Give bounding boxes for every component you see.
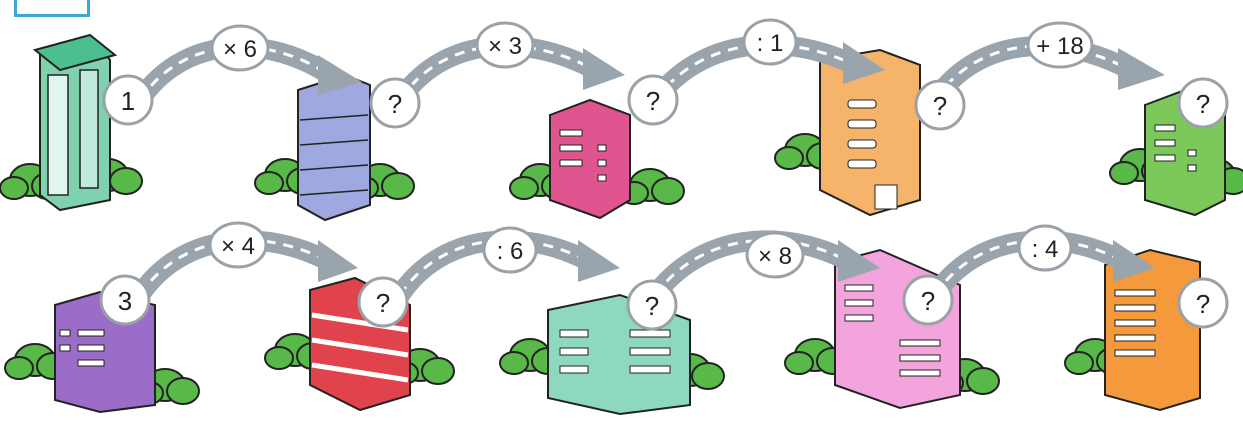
value-circle-unknown[interactable]: ? <box>1177 277 1229 329</box>
unknown-value: ? <box>1196 289 1210 319</box>
value-circle-unknown[interactable]: ? <box>1177 77 1229 129</box>
value-circle-unknown[interactable]: ? <box>369 77 421 129</box>
operation-bubble: × 6 <box>210 24 270 72</box>
road-row2-2 <box>390 230 620 305</box>
value-circle-unknown[interactable]: ? <box>357 276 409 328</box>
operation-label: × 3 <box>488 33 522 60</box>
start-value: 1 <box>121 86 135 116</box>
exercise-number-box <box>14 0 90 17</box>
start-value: 3 <box>118 286 132 316</box>
building-teal <box>499 293 725 416</box>
operation-label: × 6 <box>223 36 257 63</box>
value-circle-start: 1 <box>102 74 154 126</box>
unknown-value: ? <box>646 86 660 116</box>
value-circle-unknown[interactable]: ? <box>902 274 954 326</box>
operation-label: : 6 <box>497 238 524 265</box>
operation-label: : 4 <box>1032 236 1059 263</box>
operation-label: × 4 <box>221 233 255 260</box>
value-circle-unknown[interactable]: ? <box>626 279 678 331</box>
building-tower-green <box>0 33 143 212</box>
operation-label: : 1 <box>757 30 784 57</box>
road-row2-3 <box>645 230 880 305</box>
operation-bubble: : 4 <box>1017 224 1073 272</box>
value-circle-unknown[interactable]: ? <box>914 79 966 131</box>
building-pink <box>509 98 685 220</box>
operation-label: × 8 <box>758 243 792 270</box>
value-circle-unknown[interactable]: ? <box>627 74 679 126</box>
unknown-value: ? <box>388 89 402 119</box>
operation-label: + 18 <box>1036 33 1083 60</box>
road-row1-4 <box>925 36 1165 110</box>
unknown-value: ? <box>1196 89 1210 119</box>
unknown-value: ? <box>933 91 947 121</box>
value-circle-start: 3 <box>99 274 151 326</box>
operation-bubble: : 6 <box>482 226 538 274</box>
unknown-value: ? <box>645 291 659 321</box>
unknown-value: ? <box>376 288 390 318</box>
operation-bubble: × 3 <box>475 21 535 69</box>
unknown-value: ? <box>921 286 935 316</box>
building-orange-tall <box>1064 248 1201 412</box>
building-orange <box>774 48 921 217</box>
operation-bubble: × 8 <box>745 231 805 279</box>
operation-bubble: + 18 <box>1026 21 1094 69</box>
operation-bubble: × 4 <box>208 221 268 269</box>
operation-bubble: : 1 <box>742 18 798 66</box>
